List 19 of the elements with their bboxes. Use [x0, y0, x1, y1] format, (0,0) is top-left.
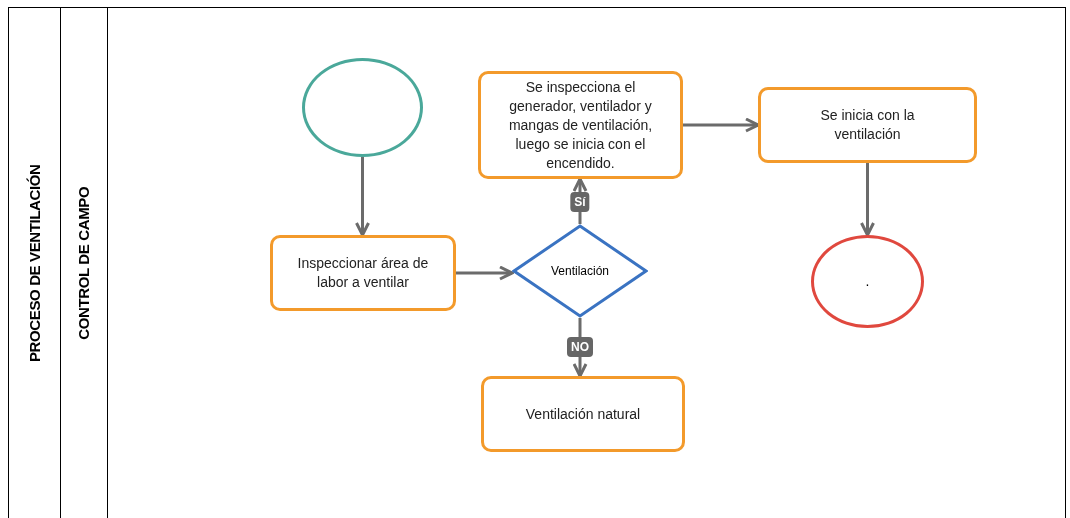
- decision-diamond: [512, 224, 648, 318]
- node-text: Inspeccionar área de labor a ventilar: [296, 254, 430, 292]
- node-text: Ventilación natural: [525, 404, 641, 424]
- process-box: [758, 87, 977, 163]
- edge-label: Sí: [570, 191, 590, 212]
- node-text: Se inicia con la ventilación: [819, 106, 916, 144]
- arrow: [683, 117, 760, 133]
- arrow: [456, 265, 514, 281]
- edge-label: NO: [567, 337, 593, 357]
- arrow: [355, 157, 370, 237]
- node-text: Se inspecciona el generador, ventilador y mangas de ventilación, luego se inicia con el encendido.: [507, 77, 654, 173]
- node-text: .: [865, 272, 870, 291]
- node-text: PROCESO DE VENTILACIÓN: [24, 164, 44, 362]
- process-box: [481, 376, 685, 452]
- node-text: CONTROL DE CAMPO: [74, 186, 94, 340]
- process-box: [478, 71, 683, 179]
- node-text: Ventilación: [550, 263, 609, 280]
- process-box: [270, 235, 456, 311]
- arrow: [860, 163, 875, 237]
